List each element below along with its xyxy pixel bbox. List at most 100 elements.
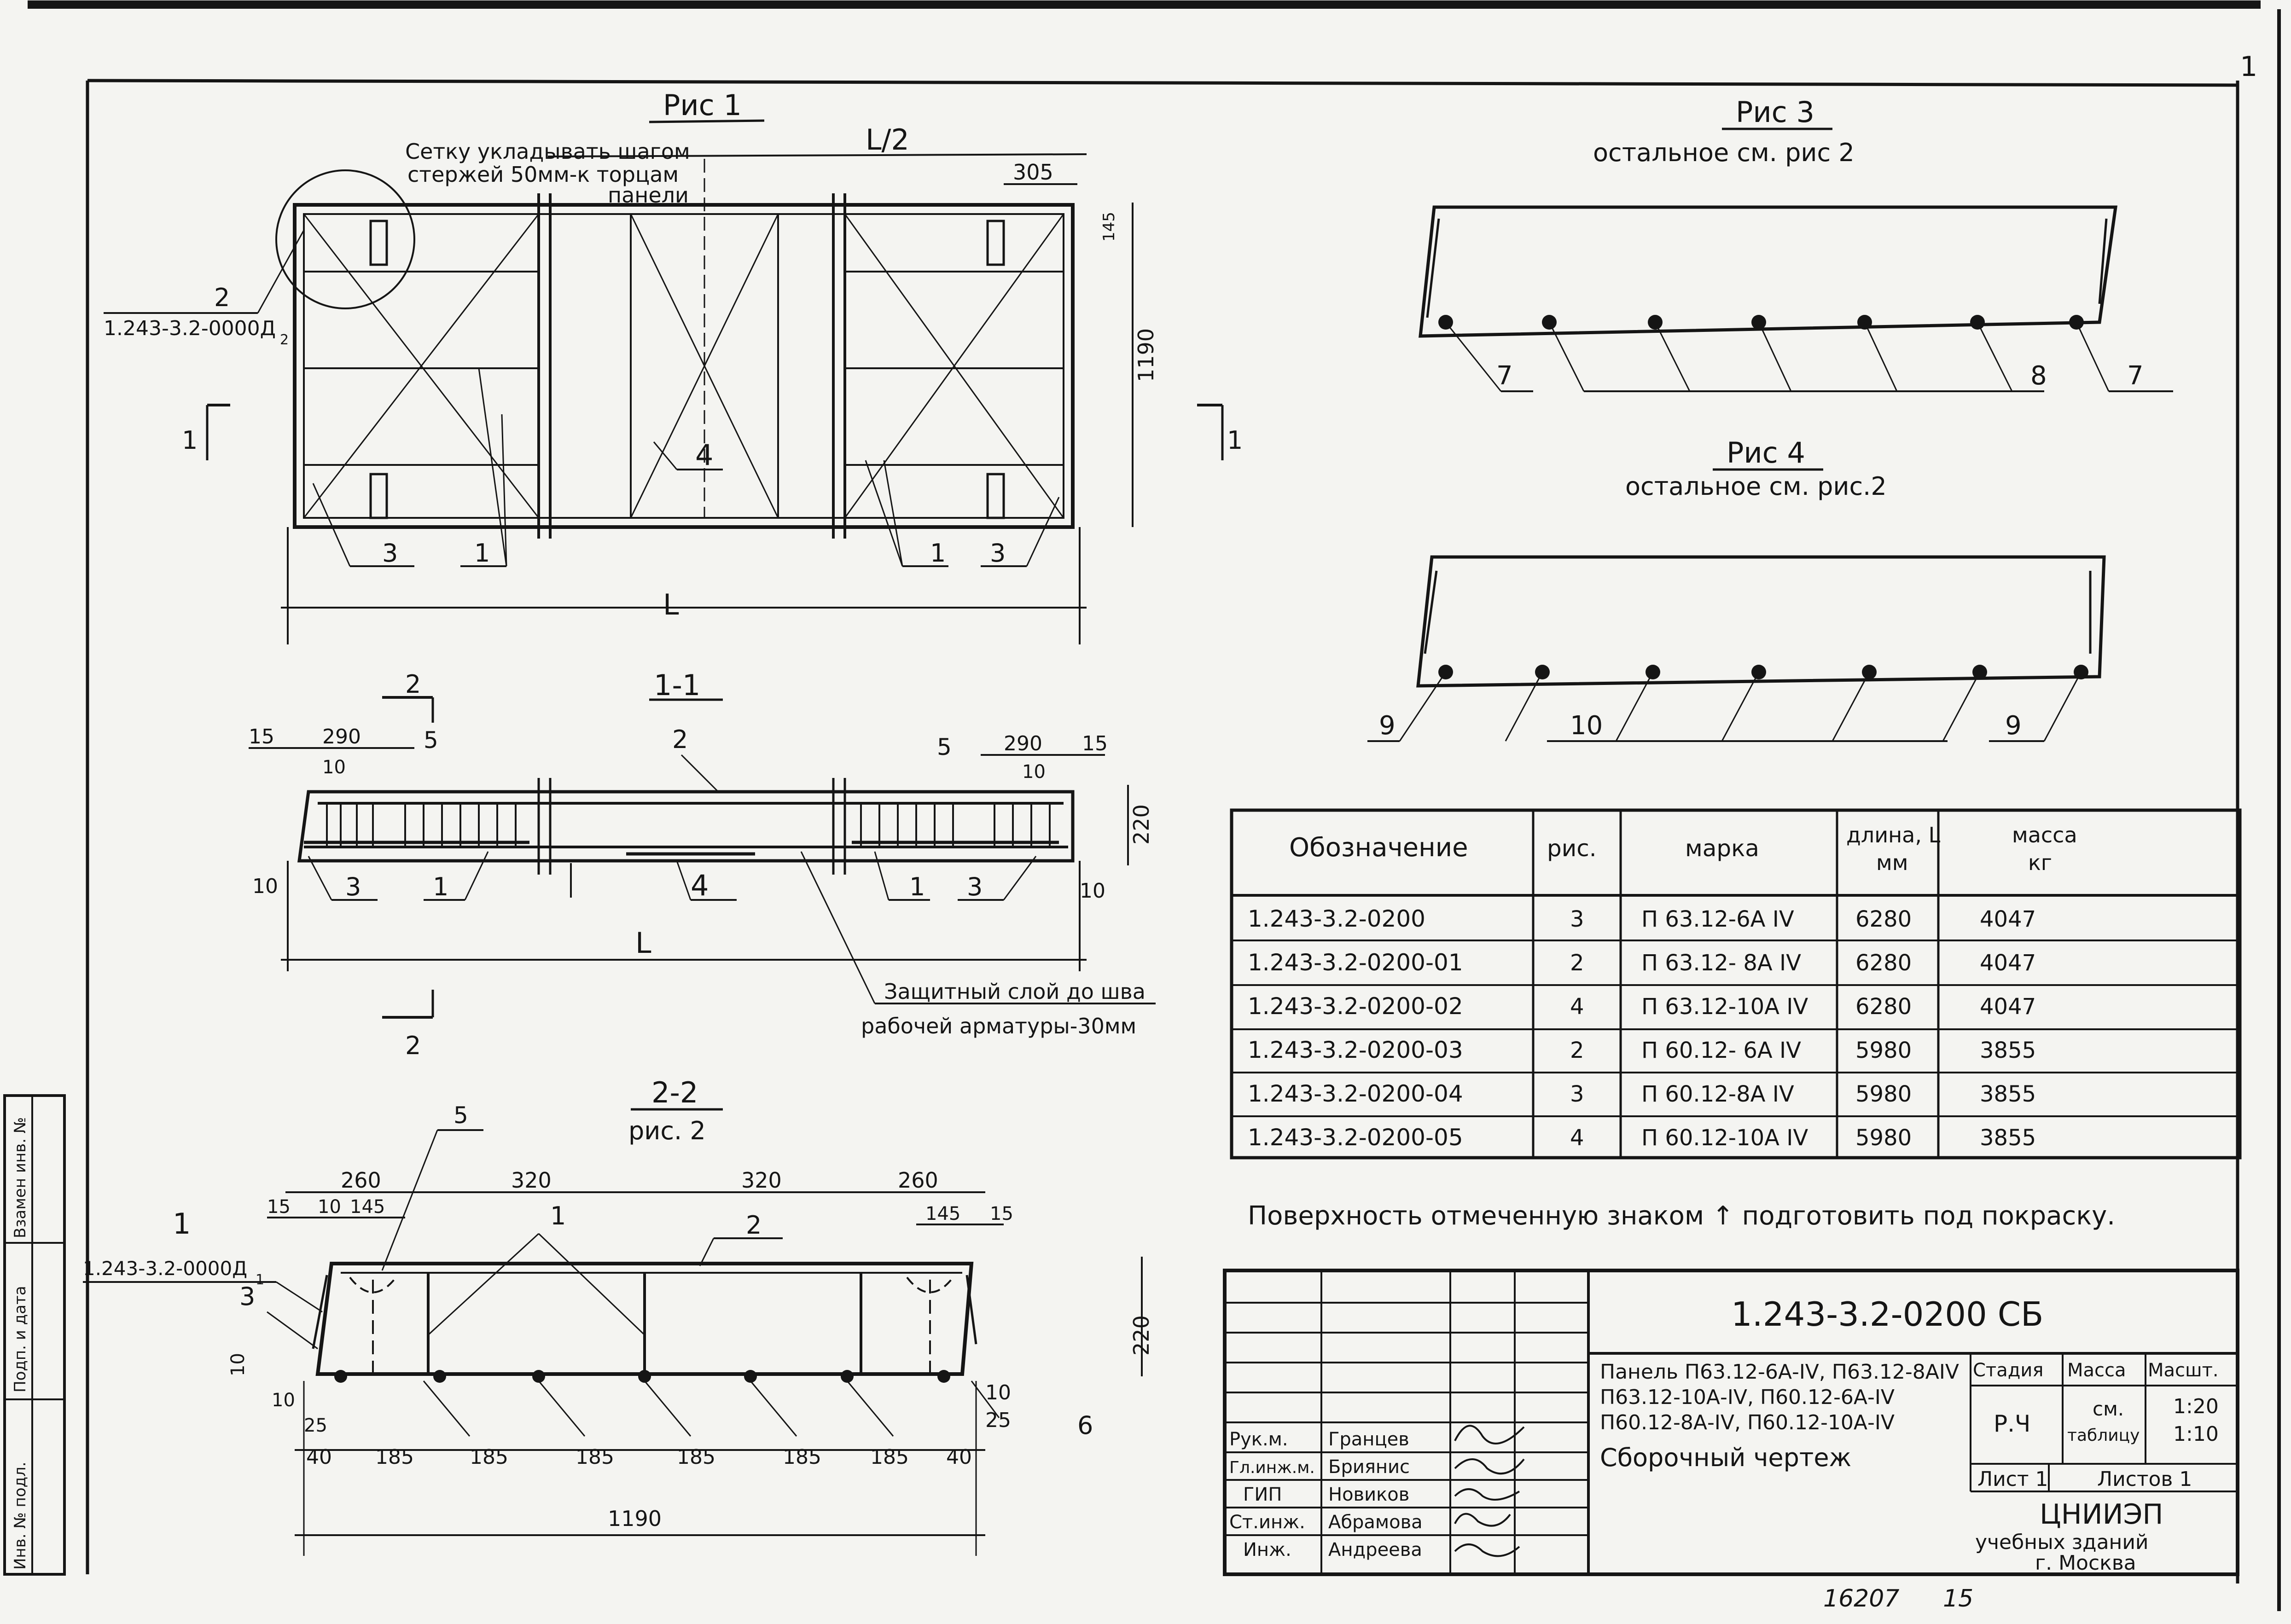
sec11-d290b: 290: [1004, 732, 1042, 755]
sec11-pos-5b: 5: [937, 734, 952, 760]
fig1-note-1: Сетку укладывать шагом: [405, 139, 690, 164]
title-mass-line-1: см.: [2093, 1398, 2124, 1420]
sec22-d145a: 145: [350, 1196, 385, 1218]
fig4-pos-10: 10: [1570, 711, 1603, 741]
spec-cell-r1-c0: 1.243-3.2-0200-01: [1248, 949, 1463, 976]
role-name-1: Бриянис: [1328, 1456, 1410, 1478]
spec-cell-r5-c3: 5980: [1855, 1125, 1912, 1151]
fig3-title: Рис 3: [1736, 95, 1814, 129]
spec-cell-r1-c3: 6280: [1855, 950, 1912, 976]
spec-cell-r1-c2: П 63.12- 8А IV: [1641, 950, 1801, 976]
sec22-d260a: 260: [341, 1168, 381, 1193]
fig1-ref-doc: 1.243-3.2-0000Д: [104, 317, 276, 340]
fig1-length: L: [663, 588, 679, 621]
spec-cell-r0-c2: П 63.12-6А IV: [1641, 906, 1794, 932]
role-name-4: Андреева: [1328, 1539, 1422, 1560]
fig4-section: Рис 4 остальное см. рис.2 9 10 9: [1367, 436, 2106, 742]
sec22-bdim-1: 185: [375, 1445, 414, 1469]
spec-cell-r3-c4: 3855: [1980, 1038, 2036, 1063]
sec22-d320b: 320: [741, 1168, 782, 1193]
sec22-bottom-dims: 40 185 185 185 185 185 185 40: [306, 1445, 972, 1469]
fig1-plan: Рис 1 Сетку укладывать шагом стержей 50м…: [104, 88, 1243, 644]
spec-header-length: длина, L: [1846, 823, 1941, 847]
sec11-d15a: 15: [249, 725, 274, 748]
fig1-pos-3a: 3: [382, 539, 398, 568]
fig1-callout-2: 2: [214, 283, 230, 312]
fig3-pos-8: 8: [2030, 361, 2047, 391]
spec-table: Обозначение рис. марка длина, L мм масса…: [1230, 808, 2242, 1160]
sec11-pos-2: 2: [672, 725, 688, 754]
sec11-pos-1b: 1: [909, 872, 925, 901]
sec11-note-2: рабочей арматуры-30мм: [861, 1014, 1136, 1038]
sheet-corner-number: 1: [2240, 51, 2257, 83]
title-stage-label: Стадия: [1973, 1360, 2043, 1381]
sec11-d10b: 10: [1022, 761, 1046, 783]
fig1-half-length: L/2: [866, 123, 909, 157]
sec22-d220: 220: [1129, 1315, 1154, 1356]
sec22-pos-6: 6: [1077, 1411, 1093, 1440]
spec-cell-r2-c2: П 63.12-10А IV: [1641, 994, 1808, 1020]
sec11-pos-1a: 1: [433, 872, 448, 901]
fig1-ref-sub: 2: [280, 332, 289, 348]
sec22-d25b: 25: [985, 1409, 1011, 1432]
side-stamp: Инв. № подл. Подп. и дата Взамен инв. №: [3, 1094, 66, 1576]
title-name-line-3: П60.12-8А-IV, П60.12-10А-IV: [1600, 1411, 1895, 1434]
title-mass-label: Масса: [2067, 1360, 2126, 1381]
spec-header-mass-unit: кг: [2028, 850, 2052, 875]
sec22-title: 2-2: [651, 1076, 698, 1109]
sec22-cut-1: 1: [173, 1207, 191, 1241]
sec22-bdim-5: 185: [783, 1445, 821, 1469]
title-org-1: ЦНИИЭП: [2040, 1498, 2163, 1531]
sec22-ref-sub: 1: [256, 1272, 264, 1288]
spec-cell-r1-c4: 4047: [1980, 950, 2036, 976]
stamp-replaced-inv: Взамен инв. №: [11, 1117, 29, 1238]
sec22-d15a: 15: [267, 1196, 291, 1218]
sec22-d260b: 260: [898, 1168, 938, 1193]
fig4-pos-9b: 9: [2005, 711, 2022, 741]
title-mass-line-2: таблицу: [2067, 1426, 2140, 1445]
role-name-0: Гранцев: [1328, 1429, 1409, 1450]
fig1-title: Рис 1: [663, 88, 742, 122]
sec22-d15b: 15: [990, 1203, 1013, 1224]
spec-cell-r5-c0: 1.243-3.2-0200-05: [1248, 1124, 1463, 1151]
spec-cell-r4-c3: 5980: [1855, 1081, 1912, 1107]
stamp-sign-date: Подп. и дата: [11, 1286, 29, 1392]
fig4-pos-9a: 9: [1379, 711, 1396, 741]
spec-cell-r0-c0: 1.243-3.2-0200: [1248, 905, 1425, 932]
sec22-d10a: 10: [318, 1196, 341, 1218]
sec22-ref-doc: 1.243-3.2-0000Д: [83, 1257, 247, 1280]
sec11-length: L: [635, 926, 651, 960]
fig1-pos-4: 4: [695, 438, 713, 472]
spec-table-rows: 1.243-3.2-0200 3 П 63.12-6А IV 6280 4047 1.24…: [1248, 905, 2036, 1151]
fig3-pos-7a: 7: [1496, 361, 1513, 391]
sec11-note-1: Защитный слой до шва: [884, 979, 1146, 1004]
signature-2: [1454, 1488, 1520, 1501]
fig3-pos-7b: 7: [2127, 361, 2144, 391]
spec-cell-r2-c0: 1.243-3.2-0200-02: [1248, 993, 1463, 1020]
sec11-d10a: 10: [322, 757, 346, 778]
fig1-cut-right: 1: [1227, 426, 1243, 455]
spec-header-mass: масса: [2012, 823, 2077, 847]
fig1-dim-1190: 1190: [1134, 328, 1158, 382]
spec-cell-r4-c4: 3855: [1980, 1081, 2036, 1107]
sec22-d320a: 320: [511, 1168, 552, 1193]
stamp-inv-number: Инв. № подл.: [11, 1462, 29, 1570]
spec-cell-r4-c1: 3: [1570, 1081, 1584, 1107]
sec11-d220: 220: [1129, 804, 1154, 845]
sec22-bdim-4: 185: [677, 1445, 715, 1469]
role-4: Инж.: [1243, 1539, 1291, 1560]
role-0: Рук.м.: [1229, 1429, 1288, 1450]
signature-0: [1454, 1425, 1525, 1444]
sec11-d15b: 15: [1082, 732, 1108, 755]
title-name-line-2: П63.12-10А-IV, П60.12-6А-IV: [1600, 1386, 1895, 1409]
role-name-3: Абрамова: [1328, 1512, 1423, 1533]
sec22-bdim-0: 40: [306, 1445, 332, 1469]
fig3-subtitle: остальное см. рис 2: [1593, 138, 1855, 167]
sec22-subtitle: рис. 2: [628, 1116, 706, 1145]
signature-3: [1454, 1513, 1511, 1527]
title-scale-2: 1:10: [2173, 1422, 2219, 1446]
sec22-d1190: 1190: [608, 1506, 662, 1531]
spec-header-designation: Обозначение: [1289, 833, 1468, 863]
spec-cell-r3-c1: 2: [1570, 1038, 1584, 1063]
